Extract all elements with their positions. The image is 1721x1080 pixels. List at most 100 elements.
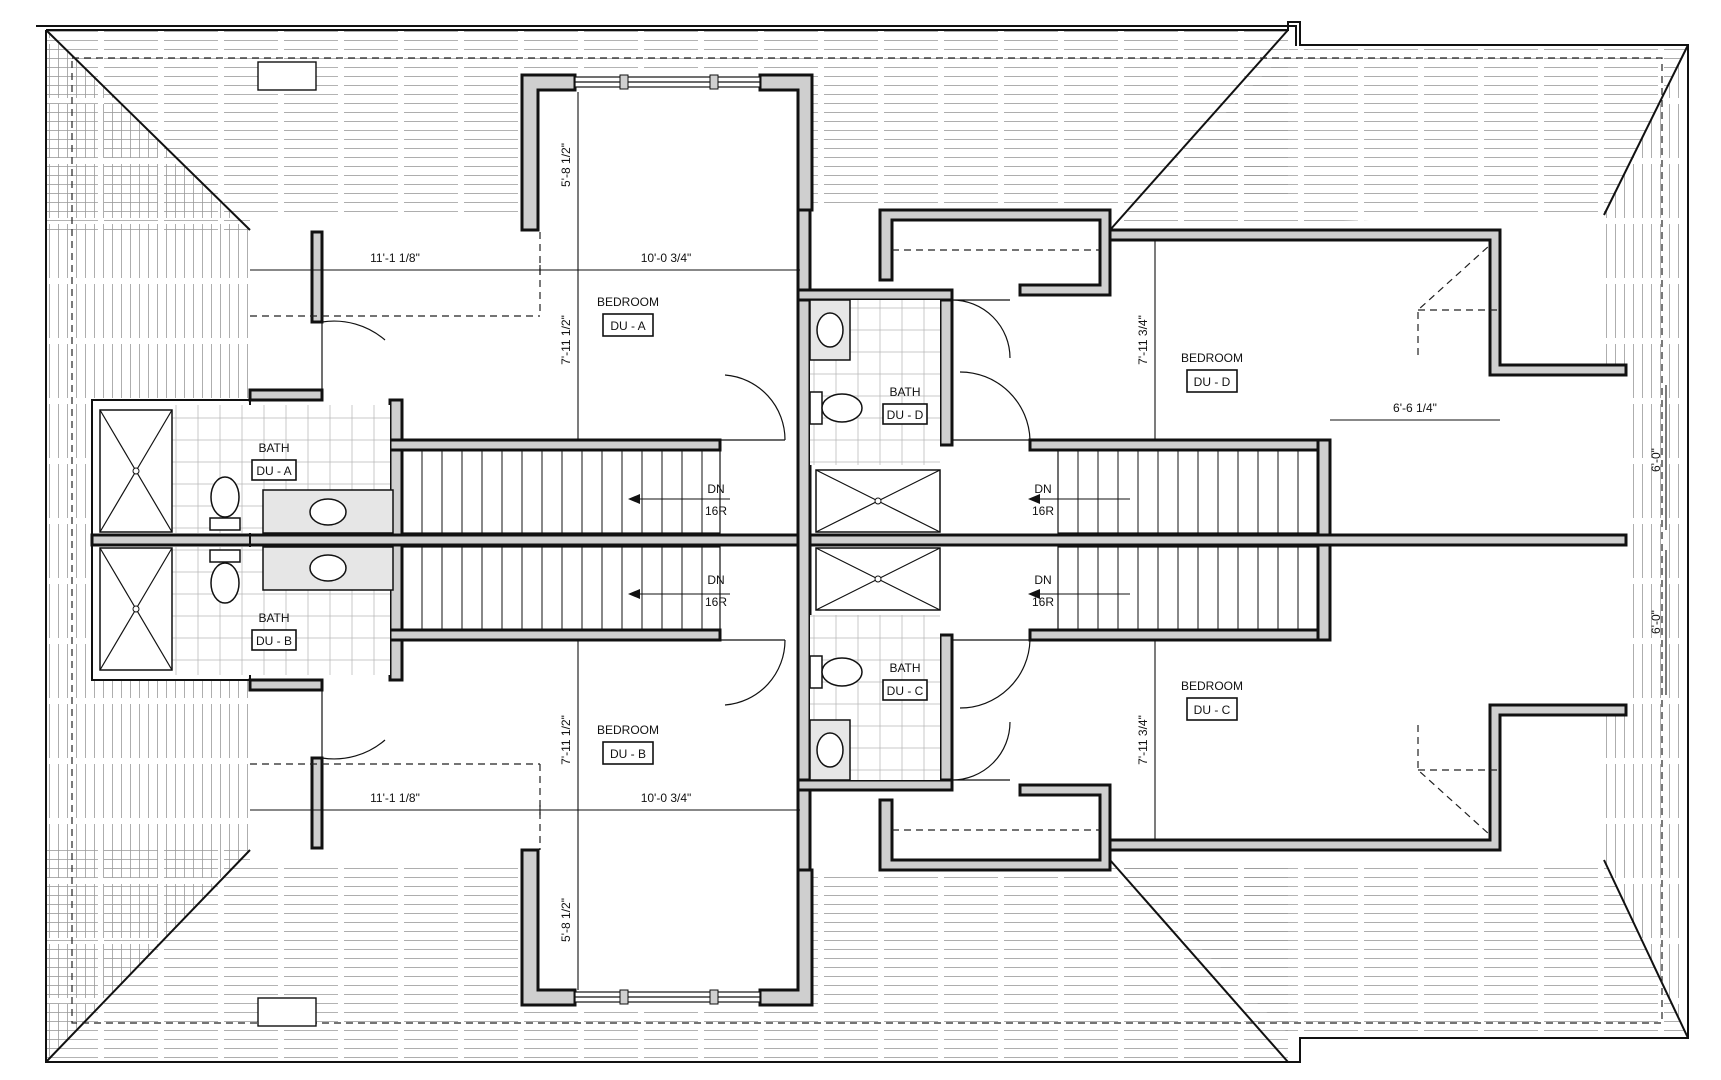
roof-left-west-plane (46, 30, 250, 1060)
toilet-c-icon (821, 657, 863, 687)
bath-d (809, 299, 941, 533)
stair-a-wall-top (388, 438, 722, 452)
window-top (574, 74, 761, 90)
toilet-b-icon (210, 562, 240, 604)
arrow-icon (1028, 494, 1040, 504)
core-wall-right-d (938, 288, 954, 447)
roof-right-top-plane (1110, 48, 1686, 230)
roof-right-east-plane (1604, 48, 1686, 1035)
dimension-lines (250, 92, 1667, 990)
toilet-a-icon (210, 476, 240, 518)
hip-right-bottom (1603, 859, 1689, 1039)
stair-direction: DN (707, 482, 724, 496)
roof-right-bottom-plane (1110, 860, 1686, 1035)
arrow-icon (628, 494, 640, 504)
arrow-icon (628, 589, 640, 599)
room-name: BATH (258, 611, 289, 625)
unit-tag (1186, 369, 1238, 393)
sink-b-icon (309, 554, 347, 582)
stair-labels: DN 16R DN 16R DN 16R DN 16R (705, 482, 1054, 609)
toilet-d-icon (821, 393, 863, 423)
room-name: BEDROOM (597, 295, 659, 309)
dimension-text: 6'-6 1/4" (1393, 401, 1437, 415)
stair-c-wall-bottom (1028, 628, 1332, 642)
unit-tag-text: DU - D (887, 408, 924, 422)
unit-tag (882, 403, 928, 425)
center-party-wall (90, 533, 1628, 547)
door-swing-icon (951, 299, 1011, 359)
shower-drain-icon (874, 575, 882, 583)
stair-d-wall-top (1028, 438, 1332, 452)
sink-d-icon (816, 312, 844, 348)
unit-tag-text: DU - D (1194, 375, 1231, 389)
shower-drain-icon (132, 467, 140, 475)
sink-a-icon (309, 498, 347, 526)
core-wall-right-c (938, 633, 954, 792)
window-bottom (574, 989, 761, 1005)
stair-d-wall-right (1316, 438, 1332, 537)
stair-b (401, 546, 730, 631)
dimension-text: 5'-8 1/2" (559, 143, 573, 187)
hip-right-top (1603, 44, 1689, 216)
door-swing-icon (951, 721, 1011, 781)
roof (36, 21, 1689, 1063)
floor-area (90, 73, 1628, 1007)
hip-valley-top (1109, 29, 1289, 231)
unit-tag-text: DU - A (610, 319, 645, 333)
shower-drain-icon (132, 605, 140, 613)
doors (321, 299, 1031, 781)
stair-direction: DN (707, 573, 724, 587)
roof-inner-edge (36, 25, 1297, 46)
dimension-text: 6'-0" (1649, 448, 1663, 472)
dimension-text: 6'-0" (1649, 610, 1663, 634)
dimension-text: 10'-0 3/4" (641, 251, 692, 265)
room-name: BEDROOM (1181, 679, 1243, 693)
door-swing-icon (952, 371, 1031, 441)
door-swing-icon (321, 320, 386, 400)
unit-tag-text: DU - B (610, 747, 646, 761)
dimension-text: 7'-11 3/4" (1136, 315, 1150, 365)
unit-tag-text: DU - C (1194, 703, 1231, 717)
shower-drain-icon (874, 497, 882, 505)
unit-tag-text: DU - C (887, 684, 924, 698)
room-labels: BEDROOM DU - A BEDROOM DU - B BEDROOM DU… (251, 295, 1243, 765)
bath-block-outline (91, 399, 251, 681)
bath-a (99, 405, 394, 534)
unit-tag (1186, 697, 1238, 721)
stair-c (1028, 546, 1319, 631)
eave-line (71, 57, 1663, 1024)
stair-direction: DN (1034, 482, 1051, 496)
dimension-text: 7'-11 1/2" (559, 715, 573, 765)
dimension-text: 5'-8 1/2" (559, 898, 573, 942)
room-name: BATH (889, 661, 920, 675)
hip-valley-bottom (1109, 859, 1289, 1063)
unit-tag (251, 629, 297, 651)
dimension-text: 7'-11 1/2" (559, 315, 573, 365)
bath-c-bottom (796, 778, 954, 792)
unit-tag (602, 313, 654, 337)
bath-d-top (796, 288, 954, 302)
sink-c-icon (816, 732, 844, 768)
unit-tag (882, 679, 928, 701)
room-name: BEDROOM (1181, 351, 1243, 365)
stair-risers: 16R (1032, 595, 1054, 609)
core-wall-left (796, 208, 812, 872)
dimension-text: 10'-0 3/4" (641, 791, 692, 805)
hip-left-bottom (45, 849, 251, 1063)
room-name: BATH (258, 441, 289, 455)
dimension-labels: 11'-1 1/8" 10'-0 3/4" 11'-1 1/8" 10'-0 3… (370, 143, 1663, 942)
door-swing-icon (720, 374, 786, 441)
dimension-text: 11'-1 1/8" (370, 251, 420, 265)
stair-a (401, 449, 730, 534)
unit-tag (251, 459, 297, 481)
unit-tag-text: DU - A (256, 464, 291, 478)
roof-vent-top (257, 61, 317, 91)
stair-risers: 16R (705, 595, 727, 609)
bedroom-c-wall (878, 703, 1628, 872)
roof-vent-bottom (257, 997, 317, 1027)
arrow-icon (1028, 589, 1040, 599)
unit-tag-text: DU - B (256, 634, 292, 648)
hip-left-top (45, 29, 251, 231)
dimension-text: 11'-1 1/8" (370, 791, 420, 805)
